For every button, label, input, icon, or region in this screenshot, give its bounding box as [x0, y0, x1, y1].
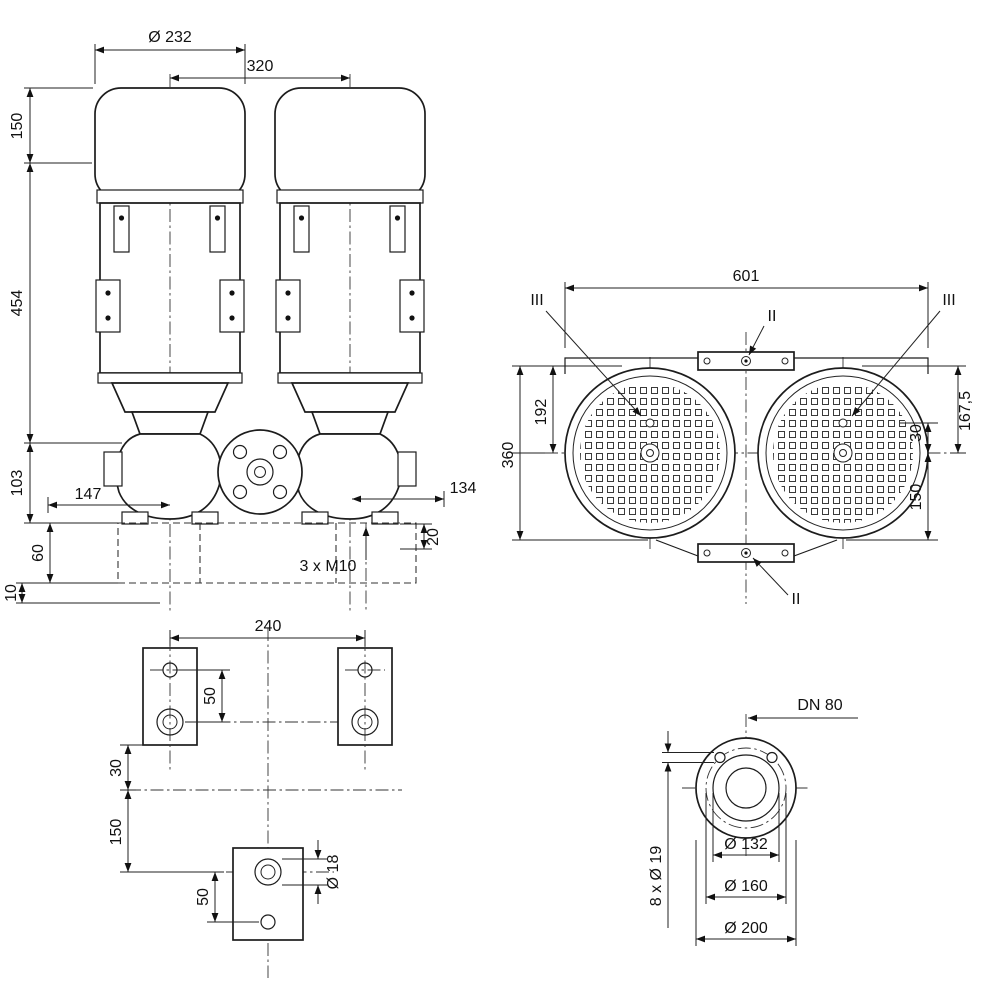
foot-plate-bottom [232, 847, 304, 941]
port-flange-top [697, 351, 795, 371]
dim-row-30: 30 [108, 759, 125, 777]
foot-plate-right [337, 637, 393, 771]
dim-right-offset: 134 [450, 480, 477, 497]
flange-detail: DN 80 8 x Ø 19 Ø 132 Ø 160 Ø 200 [648, 697, 858, 946]
label-bolt-holes: 8 x Ø 19 [648, 846, 665, 907]
flange-bolt-circle [705, 747, 787, 829]
dim-left-offset: 147 [75, 486, 102, 503]
suction-stub-left [103, 451, 123, 487]
dim-row-150: 150 [108, 819, 125, 846]
dim-bolt-circle-diameter: Ø 160 [724, 878, 768, 895]
dim-face-diameter: Ø 132 [724, 836, 768, 853]
dim-lower-50: 50 [195, 888, 212, 906]
dim-upper-167: 167,5 [957, 391, 974, 431]
dim-base-60: 60 [30, 544, 47, 562]
dim-upper-50: 50 [202, 687, 219, 705]
dim-overall-width: 601 [733, 268, 760, 285]
strainer-left [564, 356, 736, 550]
bolt-hole-right [766, 751, 778, 764]
casing-shoulder-left [564, 357, 698, 374]
dim-overall-360: 360 [500, 442, 517, 469]
dim-base-height: 103 [9, 470, 26, 497]
section-label-left: III [530, 292, 543, 309]
top-view: 601 III III II II 192 360 30 167,5 150 [500, 268, 974, 608]
front-view: Ø 232 320 150 454 103 60 10 147 134 20 3… [3, 29, 477, 613]
dim-hole-diameter: Ø 18 [325, 855, 342, 890]
port-flange-bottom [697, 543, 795, 563]
discharge-flange [217, 429, 303, 515]
pump-unit-right [274, 73, 426, 613]
section-label-bottom: II [792, 591, 801, 608]
label-foundation-bolts: 3 x M10 [300, 558, 357, 575]
casing-shoulder-right [794, 357, 929, 374]
foundation-hidden-outline [117, 522, 417, 584]
dim-foot-20: 20 [425, 528, 442, 546]
section-label-top: II [768, 308, 777, 325]
dim-center-192: 192 [533, 399, 550, 426]
dim-fan-cowl-diameter: Ø 232 [148, 29, 192, 46]
suction-stub-right [397, 451, 417, 487]
bolt-hole-left [714, 751, 726, 764]
dim-lower-150: 150 [908, 484, 925, 511]
foot-plate-left [142, 637, 198, 771]
dim-motor-spacing: 320 [247, 58, 274, 75]
flange-bore [725, 767, 767, 809]
strainer-right [757, 356, 929, 550]
foundation-plan: 240 50 30 150 50 Ø 18 [108, 618, 402, 978]
label-dn: DN 80 [797, 697, 842, 714]
dim-outer-diameter: Ø 200 [724, 920, 768, 937]
dim-hole-spacing: 240 [255, 618, 282, 635]
dim-port-30: 30 [908, 424, 925, 442]
dim-pad-10: 10 [3, 584, 20, 602]
dim-cowl-height: 150 [9, 113, 26, 140]
flange-face [712, 754, 780, 822]
section-label-right: III [942, 292, 955, 309]
dim-motor-height: 454 [9, 290, 26, 317]
